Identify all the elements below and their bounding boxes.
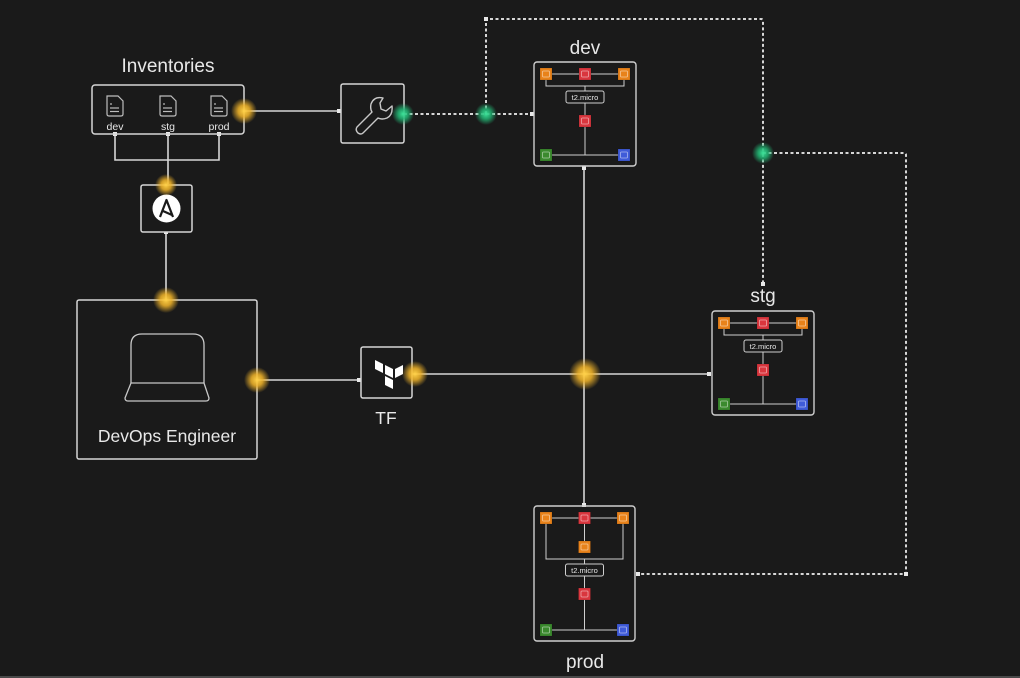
glow-yellow: [244, 367, 270, 393]
solid-connectors: [114, 110, 710, 506]
s3-bucket-icon: [539, 148, 553, 162]
environment-stg: t2.micro stg: [711, 286, 815, 416]
rds-icon: [616, 623, 630, 637]
iam-icon: [578, 587, 591, 601]
terraform-icon: [375, 360, 403, 389]
iam-icon: [578, 114, 592, 128]
ec2-instance-icon: [795, 316, 809, 330]
inventory-file-label: stg: [161, 121, 175, 133]
instance-type-badge: [743, 339, 783, 353]
dotted-connectors: [404, 18, 907, 575]
environment-label-stg: stg: [750, 286, 775, 307]
glow-green: [475, 103, 497, 125]
laptop-icon: [124, 333, 210, 402]
security-group-icon: [578, 67, 592, 81]
environment-internal-links: [545, 73, 625, 156]
instance-type-label: t2.micro: [572, 93, 599, 102]
environment-dev: t2.micro dev: [533, 38, 637, 167]
ec2-instance-icon: [616, 511, 630, 525]
instance-type-label: t2.micro: [571, 566, 598, 575]
rds-icon: [795, 397, 809, 411]
dotted-arrow-heads: [484, 17, 908, 576]
s3-bucket-icon: [539, 623, 553, 637]
environment-internal-links: [545, 517, 624, 631]
inventory-file-label: dev: [107, 121, 125, 133]
ec2-instance-icon: [717, 316, 731, 330]
arrow-head: [707, 372, 711, 376]
ec2-instance-icon: [578, 540, 591, 554]
environment-box[interactable]: [533, 505, 636, 642]
dotted-config-to-stg: [485, 18, 764, 284]
arrow-head: [636, 572, 640, 576]
environment-prod: t2.micro prod: [533, 505, 636, 673]
arrow-head: [530, 112, 534, 116]
environment-internal-links: [723, 322, 803, 405]
environment-box[interactable]: [711, 310, 815, 416]
inventory-file-prod[interactable]: prod: [208, 95, 230, 133]
instance-type-label: t2.micro: [750, 342, 777, 351]
arrow-head: [761, 282, 765, 286]
inventory-file-label: prod: [208, 121, 229, 133]
environment-box[interactable]: [533, 61, 637, 167]
wrench-icon: [355, 96, 393, 135]
environment-label-prod: prod: [566, 652, 604, 673]
devops-engineer-label: DevOps Engineer: [98, 426, 236, 446]
ec2-instance-icon: [539, 511, 553, 525]
arrow-head: [357, 378, 361, 382]
inventory-file-dev[interactable]: dev: [106, 95, 125, 133]
arrow-head: [904, 572, 908, 576]
document-icon: [210, 95, 228, 117]
arrow-head: [582, 166, 586, 170]
glow-green: [392, 103, 414, 125]
glow-yellow: [153, 287, 179, 313]
arrow-head: [582, 503, 586, 507]
inventory-file-stg[interactable]: stg: [159, 95, 177, 133]
document-icon: [106, 95, 124, 117]
glow-yellow: [402, 361, 428, 387]
ansible-icon: [152, 194, 181, 223]
inventories-title: Inventories: [122, 56, 215, 77]
dotted-config-to-prod: [638, 152, 907, 575]
document-icon: [159, 95, 177, 117]
ec2-instance-icon: [617, 67, 631, 81]
security-group-icon: [756, 316, 770, 330]
glow-markers: [153, 98, 774, 393]
security-group-icon: [578, 511, 591, 525]
arrow-head: [484, 17, 488, 21]
rds-icon: [617, 148, 631, 162]
iam-icon: [756, 363, 770, 377]
arrow-head: [337, 109, 341, 113]
ec2-instance-icon: [539, 67, 553, 81]
s3-bucket-icon: [717, 397, 731, 411]
glow-yellow: [569, 358, 601, 390]
terraform-label: TF: [375, 408, 396, 428]
instance-type-badge: [565, 563, 604, 577]
glow-yellow: [155, 174, 177, 196]
bottom-border: [0, 676, 1020, 678]
environment-label-dev: dev: [570, 38, 601, 59]
glow-yellow: [231, 98, 257, 124]
glow-green: [752, 142, 774, 164]
instance-type-badge: [565, 90, 605, 104]
arrow-heads: [113, 109, 711, 507]
